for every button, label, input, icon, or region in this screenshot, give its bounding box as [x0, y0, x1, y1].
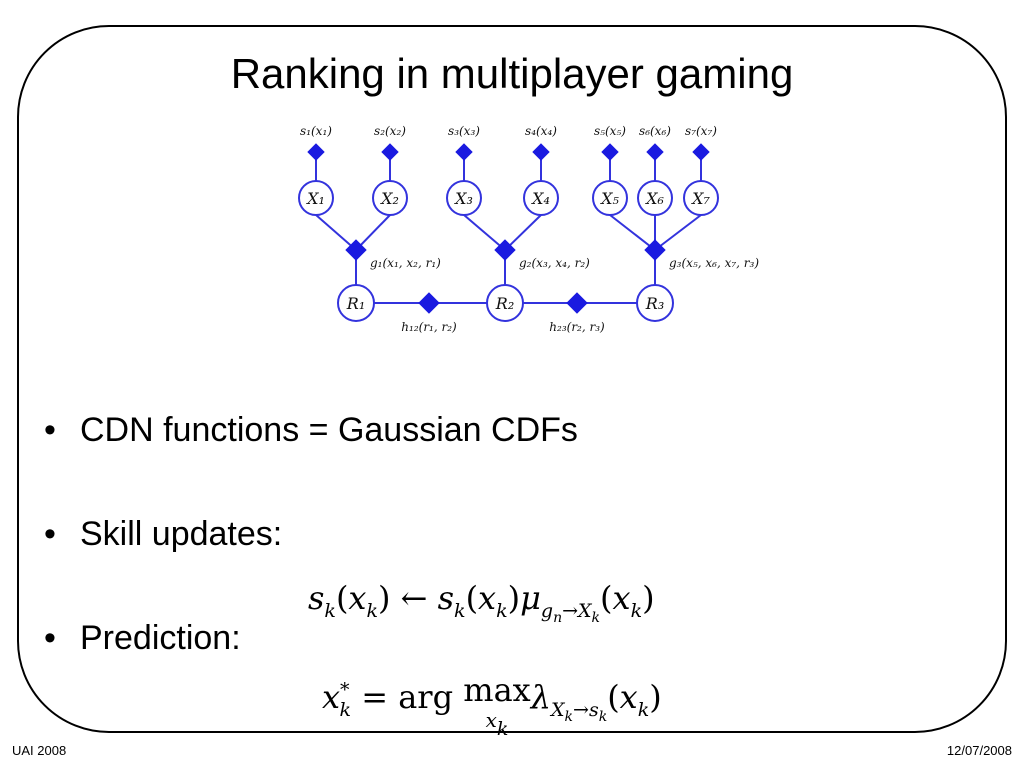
team-membership-edge	[654, 214, 702, 251]
pairwise-rank-factor	[566, 292, 588, 314]
bullet-dot: •	[44, 619, 56, 657]
bullet-text: Prediction:	[80, 619, 241, 657]
skill-variable-node	[637, 180, 673, 216]
skill-prior-label: s₇(x₇)	[685, 124, 717, 138]
skill-variable-label: X₅	[599, 189, 619, 208]
skill-prior-label: s₁(x₁)	[300, 124, 332, 138]
skill-prior-label: s₄(x₄)	[525, 124, 557, 138]
bullet-text: Skill updates:	[80, 515, 283, 553]
team-membership-edge	[609, 214, 656, 251]
slide-title: Ranking in multiplayer gaming	[230, 50, 794, 97]
factor-graph-diagram: s₁(x₁) s₂(x₂) s₃(x₃) s₄(x₄) s₅(x₅) s₆(x₆) s₇(x…	[298, 124, 759, 334]
skill-prior-factor	[601, 143, 619, 161]
team-membership-edge	[315, 214, 357, 251]
pairwise-rank-factor	[418, 292, 440, 314]
footer-conference: UAI 2008	[12, 743, 67, 758]
skill-variable-node	[298, 180, 334, 216]
skill-variable-node	[372, 180, 408, 216]
footer-date: 12/07/2008	[946, 743, 1012, 758]
team-factor-label: g₁(x₁, x₂, r₁)	[370, 256, 441, 270]
skill-prior-label: s₃(x₃)	[448, 124, 480, 138]
team-membership-edge	[355, 214, 391, 251]
team-performance-factor	[494, 239, 516, 261]
rank-variable-label: R₂	[495, 294, 514, 313]
bullet-prediction: • Prediction:	[44, 618, 241, 658]
skill-variable-node	[683, 180, 719, 216]
skill-variable-label: X₃	[453, 189, 473, 208]
rank-variable-node	[337, 284, 375, 322]
skill-prior-factor	[692, 143, 710, 161]
team-performance-factor	[644, 239, 666, 261]
team-factor-label: g₃(x₅, x₆, x₇, r₃)	[669, 256, 759, 270]
skill-prior-label: s₅(x₅)	[594, 124, 626, 138]
rank-variable-node	[636, 284, 674, 322]
pairwise-factor-label: h₁₂(r₁, r₂)	[401, 320, 457, 334]
rank-variable-label: R₃	[645, 294, 664, 313]
team-membership-edge	[463, 214, 506, 251]
skill-prior-factor	[455, 143, 473, 161]
skill-variable-node	[523, 180, 559, 216]
slide-frame	[17, 25, 1007, 733]
skill-variable-label: X₁	[305, 189, 325, 208]
skill-variable-node	[446, 180, 482, 216]
skill-variable-label: X₂	[379, 189, 399, 208]
skill-prior-factor	[307, 143, 325, 161]
skill-prior-label: s₆(x₆)	[639, 124, 671, 138]
team-performance-factor	[345, 239, 367, 261]
skill-variable-label: X₇	[690, 189, 710, 208]
skill-prior-label: s₂(x₂)	[374, 124, 406, 138]
skill-variable-label: X₆	[644, 189, 664, 208]
team-factor-label: g₂(x₃, x₄, r₂)	[519, 256, 590, 270]
skill-update-equation: sk(xk) ← sk(xk)μgn→Xk(xk)	[308, 579, 655, 626]
skill-variable-label: X₄	[530, 189, 550, 208]
bullet-skill-updates: • Skill updates:	[44, 514, 282, 554]
rank-variable-node	[486, 284, 524, 322]
skill-variable-node	[592, 180, 628, 216]
skill-prior-factor	[532, 143, 550, 161]
skill-prior-factor	[646, 143, 664, 161]
bullet-dot: •	[44, 411, 56, 449]
team-membership-edge	[504, 214, 542, 251]
bullet-text: CDN functions = Gaussian CDFs	[80, 411, 578, 449]
skill-prior-factor	[381, 143, 399, 161]
bullet-dot: •	[44, 515, 56, 553]
bullet-cdn-functions: • CDN functions = Gaussian CDFs	[44, 410, 578, 450]
pairwise-factor-label: h₂₃(r₂, r₃)	[549, 320, 605, 334]
rank-variable-label: R₁	[346, 294, 365, 313]
